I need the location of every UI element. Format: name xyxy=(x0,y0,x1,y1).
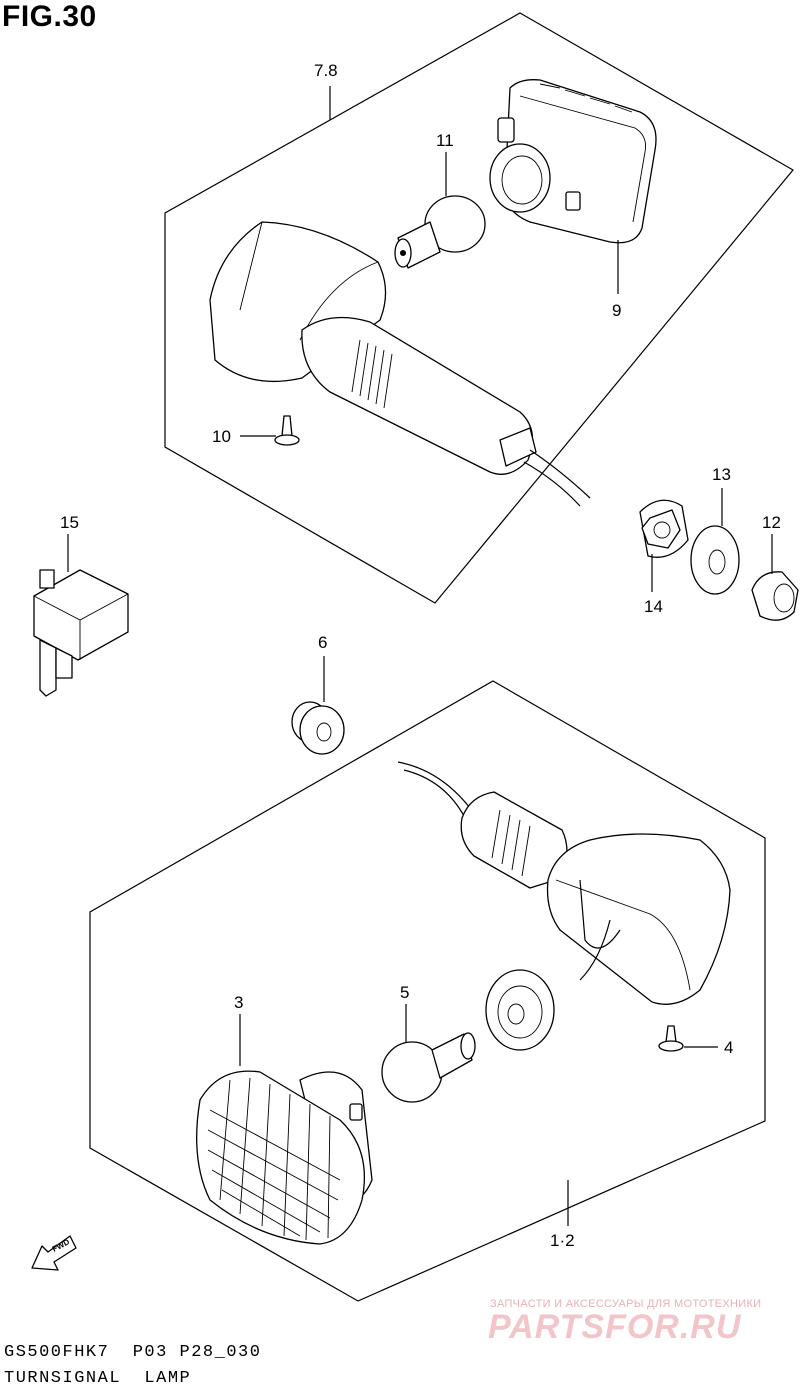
callout-12: 12 xyxy=(762,513,781,532)
leader-lines xyxy=(67,86,773,1226)
callout-5: 5 xyxy=(400,983,409,1002)
callout-4: 4 xyxy=(724,1038,733,1057)
callout-3: 3 xyxy=(234,993,243,1012)
callout-9: 9 xyxy=(612,301,621,320)
callout-1-2: 1·2 xyxy=(550,1231,575,1250)
relay-15-part xyxy=(33,569,129,697)
callout-15: 15 xyxy=(60,513,79,532)
housing-7-8-part xyxy=(209,221,591,507)
callout-10: 10 xyxy=(212,427,231,446)
footer-model-code: GS500FHK7 P03 P28_030 xyxy=(4,1343,262,1362)
figure-title: FIG.30 xyxy=(2,0,97,33)
fwd-direction-arrow: FWD xyxy=(31,1235,77,1271)
bulb-socket-part xyxy=(485,969,555,1051)
housing-1-2-part xyxy=(397,761,731,1005)
callout-11: 11 xyxy=(436,131,454,150)
watermark-tagline: ЗАПЧАСТИ И АКСЕССУАРЫ ДЛЯ МОТОТЕХНИКИ xyxy=(490,1298,762,1310)
screw-10-part xyxy=(274,415,300,446)
bulb-5-part xyxy=(381,1032,476,1103)
lens-3-part xyxy=(196,1070,373,1245)
screw-4-part xyxy=(658,1025,684,1052)
watermark-logo: PARTSFOR.RU xyxy=(488,1308,742,1346)
upper-assembly-frame xyxy=(164,12,794,604)
nut-14-part xyxy=(639,499,689,558)
footer-figure-name: TURNSIGNAL LAMP xyxy=(4,1369,192,1388)
nut-12-part xyxy=(751,571,799,621)
callout-13: 13 xyxy=(712,465,731,484)
grommet-6-part xyxy=(291,701,345,755)
lower-assembly-frame xyxy=(89,680,766,1302)
lens-9-part xyxy=(489,79,657,244)
callout-14: 14 xyxy=(644,597,663,616)
washer-13-part xyxy=(690,525,740,595)
callout-7-8: 7.8 xyxy=(314,61,338,80)
callout-6: 6 xyxy=(318,633,327,652)
bulb-11-part xyxy=(394,195,486,269)
